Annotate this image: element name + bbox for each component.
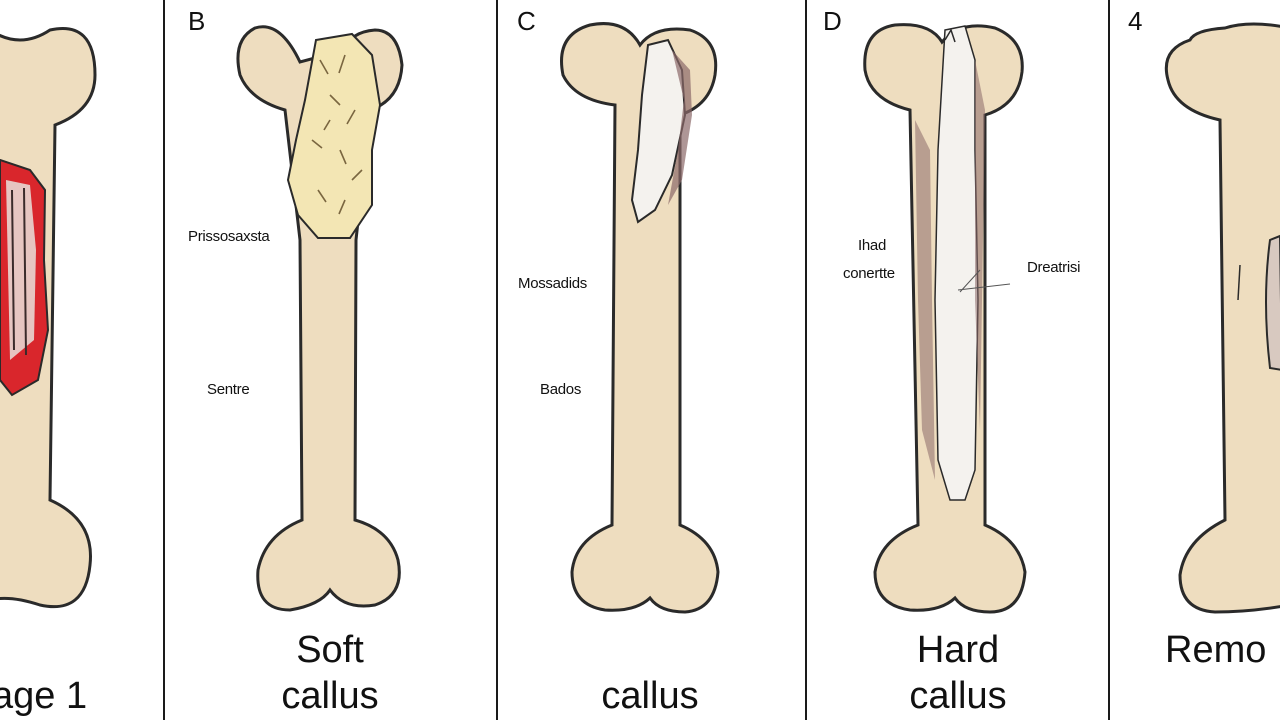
label-dreatrisi: Dreatrisi [1027,259,1081,276]
label-mossadids: Mossadids [518,275,587,292]
caption-callus: callus [601,675,699,717]
label-ihad: Ihad [858,237,886,254]
caption-soft: Soft [296,629,364,671]
label-bados: Bados [540,381,582,398]
soft-callus-mass [286,32,382,239]
bone-stage-hard-callus [863,23,1027,614]
panel-divider-2 [496,0,498,720]
hard-callus-core [934,25,979,501]
bone-stage-callus [560,22,720,614]
panel-divider-3 [805,0,807,720]
caption-hard: Hard [916,629,1000,671]
bone-stage-remodeling [1164,22,1280,614]
panel-letter-d: D [823,6,842,36]
panel-divider-1 [163,0,165,720]
bone-stage-soft-callus [236,25,404,612]
caption-stage-1: age 1 [0,675,88,717]
bone-stage-1 [0,27,97,609]
label-prissosaxsta: Prissosaxsta [188,228,270,245]
panel-letter-4: 4 [1128,6,1143,36]
caption-remodeling: Remo [1165,629,1267,671]
panel-letter-b: B [188,6,206,36]
caption-soft-callus: callus [281,675,379,717]
panel-letter-c: C [517,6,536,36]
label-sentre: Sentre [207,381,250,398]
caption-hard-callus: callus [909,675,1007,717]
panel-divider-4 [1108,0,1110,720]
label-conertte: conertte [843,265,895,282]
